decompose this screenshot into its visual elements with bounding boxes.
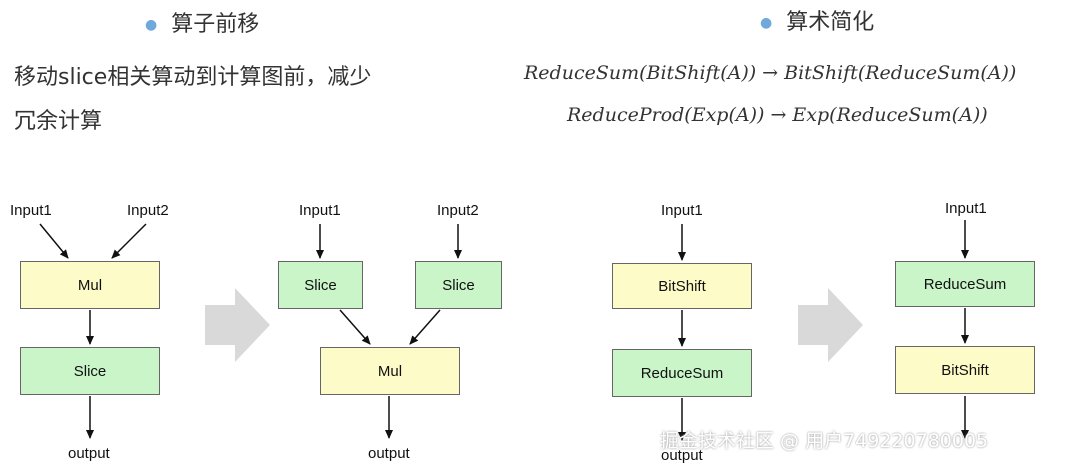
- d3-input1-label: Input1: [661, 202, 703, 219]
- d1-input1-label: Input1: [10, 202, 52, 219]
- desc-line-2: 冗余计算: [14, 109, 103, 134]
- d1-slice-node: Slice: [20, 347, 160, 395]
- d2-slice-left-node: Slice: [278, 261, 363, 309]
- left-title-text: 算子前移: [171, 12, 260, 37]
- bullet-icon: ●: [760, 15, 773, 31]
- d2-input1-label: Input1: [299, 202, 341, 219]
- watermark: 掘金技术社区 @ 用户749220780005: [660, 430, 989, 452]
- desc-line-1: 移动slice相关算动到计算图前，减少: [14, 65, 372, 90]
- right-section-title: ● 算术简化: [760, 4, 874, 36]
- d1-mul-node: Mul: [20, 261, 160, 309]
- bullet-icon: ●: [145, 17, 158, 33]
- d3-output-label: output: [661, 447, 703, 464]
- formula-1: ReduceSum(BitShift(A)) → BitShift(Reduce…: [524, 62, 1017, 84]
- d4-reducesum-node: ReduceSum: [895, 261, 1035, 307]
- transform-arrow-1: [205, 288, 270, 362]
- d4-bitshift-node: BitShift: [895, 346, 1035, 394]
- left-section-title: ● 算子前移: [145, 6, 259, 38]
- left-description: 移动slice相关算动到计算图前，减少 冗余计算: [14, 56, 371, 144]
- d2-slice-right-node: Slice: [415, 261, 502, 309]
- d4-input1-label: Input1: [945, 200, 987, 217]
- d1-input2-label: Input2: [127, 202, 169, 219]
- d3-reducesum-node: ReduceSum: [612, 349, 752, 397]
- d3-bitshift-node: BitShift: [612, 263, 752, 309]
- right-title-text: 算术简化: [786, 10, 875, 35]
- d1-output-label: output: [68, 445, 110, 462]
- d2-input2-label: Input2: [437, 202, 479, 219]
- d2-output-label: output: [368, 445, 410, 462]
- transform-arrow-2: [798, 288, 863, 362]
- formula-2: ReduceProd(Exp(A)) → Exp(ReduceSum(A)): [567, 104, 988, 126]
- d2-mul-node: Mul: [320, 347, 460, 395]
